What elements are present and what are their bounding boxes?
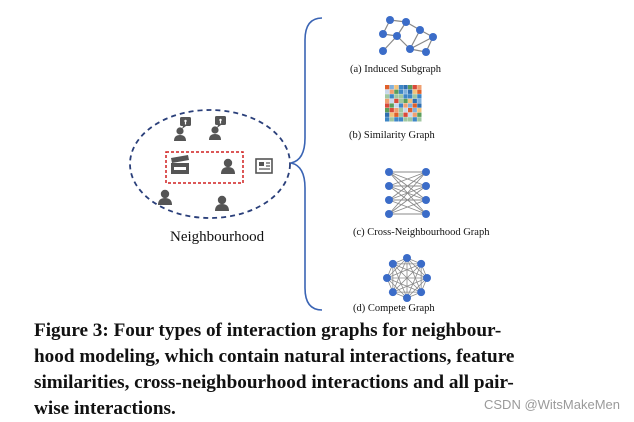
user-question-icon — [174, 117, 191, 141]
panel-a-label: (a) Induced Subgraph — [350, 64, 442, 75]
user-icon — [158, 189, 172, 205]
watermark: CSDN @WitsMakeMen — [484, 397, 620, 412]
clapperboard-icon — [171, 155, 189, 174]
neighbourhood-group — [129, 109, 291, 219]
user-icon — [221, 158, 235, 174]
newspaper-icon — [255, 158, 273, 174]
panel-d-label: (d) Compete Graph — [353, 303, 435, 314]
caption-line: similarities, cross-neighbourhood intera… — [34, 372, 514, 393]
user-question-icon — [209, 116, 226, 140]
neighbourhood-ellipse — [129, 109, 291, 219]
similarity-heatmap-icon — [385, 85, 422, 122]
user-icon — [215, 195, 229, 211]
curly-brace — [290, 17, 323, 311]
caption-line: hood modeling, which contain natural int… — [34, 346, 515, 367]
complete-graph-icon — [383, 254, 431, 302]
selection-box — [165, 151, 244, 184]
panel-b-label: (b) Similarity Graph — [349, 130, 435, 141]
caption-line: Figure 3: Four types of interaction grap… — [34, 320, 502, 341]
induced-subgraph-icon — [379, 16, 437, 56]
panel-c-label: (c) Cross-Neighbourhood Graph — [353, 227, 490, 238]
caption-line: wise interactions. — [34, 398, 176, 419]
figure-diagram: Neighbourhood — [129, 16, 490, 314]
neighbourhood-label: Neighbourhood — [170, 229, 265, 245]
figure-caption: Figure 3: Four types of interaction grap… — [34, 318, 606, 422]
bipartite-graph-icon — [385, 168, 430, 218]
